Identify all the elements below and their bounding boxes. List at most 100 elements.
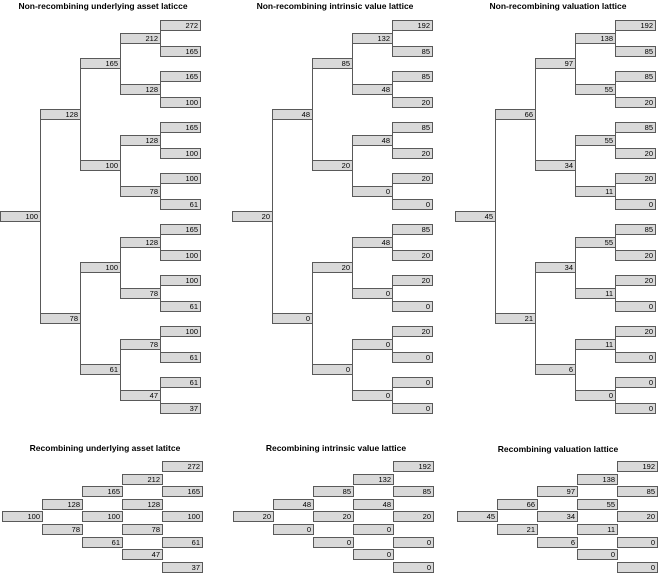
node-box: 165 xyxy=(160,224,201,235)
node-box: 85 xyxy=(615,122,656,133)
node-box: 165 xyxy=(82,486,123,497)
node-box: 0 xyxy=(352,288,393,299)
node-box: 128 xyxy=(120,237,161,248)
node-box: 192 xyxy=(617,461,658,472)
node-box: 20 xyxy=(233,511,274,522)
title-non-recombining-intrinsic-value: Non-recombining intrinsic value lattice xyxy=(256,1,414,11)
node-box: 192 xyxy=(393,461,434,472)
node-box: 97 xyxy=(535,58,576,69)
node-box: 20 xyxy=(615,97,656,108)
node-box: 20 xyxy=(615,275,656,286)
node-box: 0 xyxy=(617,537,658,548)
node-box: 128 xyxy=(122,499,163,510)
node-box: 20 xyxy=(392,97,433,108)
node-box: 100 xyxy=(2,511,43,522)
node-box: 100 xyxy=(162,511,203,522)
node-box: 100 xyxy=(80,160,121,171)
node-box: 6 xyxy=(537,537,578,548)
node-box: 20 xyxy=(392,250,433,261)
node-box: 48 xyxy=(272,109,313,120)
node-box: 0 xyxy=(273,524,314,535)
node-box: 20 xyxy=(615,148,656,159)
node-box: 20 xyxy=(617,511,658,522)
node-box: 100 xyxy=(160,173,201,184)
node-box: 132 xyxy=(353,474,394,485)
node-box: 55 xyxy=(577,499,618,510)
node-box: 11 xyxy=(575,186,616,197)
node-box: 45 xyxy=(455,211,496,222)
node-box: 100 xyxy=(160,275,201,286)
node-box: 85 xyxy=(312,58,353,69)
node-box: 61 xyxy=(80,364,121,375)
node-box: 20 xyxy=(615,250,656,261)
node-box: 85 xyxy=(617,486,658,497)
node-box: 34 xyxy=(537,511,578,522)
node-box: 55 xyxy=(575,237,616,248)
node-box: 100 xyxy=(82,511,123,522)
node-box: 85 xyxy=(313,486,354,497)
node-box: 11 xyxy=(575,339,616,350)
node-box: 20 xyxy=(312,262,353,273)
node-box: 34 xyxy=(535,160,576,171)
node-box: 55 xyxy=(575,135,616,146)
node-box: 78 xyxy=(122,524,163,535)
node-box: 0 xyxy=(392,301,433,312)
node-box: 0 xyxy=(353,524,394,535)
node-box: 61 xyxy=(160,352,201,363)
node-box: 138 xyxy=(577,474,618,485)
node-box: 128 xyxy=(40,109,81,120)
node-box: 20 xyxy=(615,173,656,184)
node-box: 20 xyxy=(392,148,433,159)
node-box: 47 xyxy=(120,390,161,401)
node-box: 85 xyxy=(393,486,434,497)
node-box: 100 xyxy=(160,97,201,108)
node-box: 212 xyxy=(122,474,163,485)
node-box: 85 xyxy=(615,71,656,82)
node-box: 192 xyxy=(392,20,433,31)
node-box: 20 xyxy=(232,211,273,222)
node-box: 85 xyxy=(392,224,433,235)
title-non-recombining-underlying-asset: Non-recombining underlying asset laticce xyxy=(18,1,188,11)
node-box: 20 xyxy=(392,326,433,337)
node-box: 138 xyxy=(575,33,616,44)
node-box: 0 xyxy=(617,562,658,573)
title-recombining-valuation: Recombining valuation lattice xyxy=(497,444,619,454)
node-box: 0 xyxy=(352,390,393,401)
node-box: 100 xyxy=(160,326,201,337)
node-box: 20 xyxy=(312,160,353,171)
node-box: 0 xyxy=(575,390,616,401)
node-box: 55 xyxy=(575,84,616,95)
node-box: 0 xyxy=(393,537,434,548)
node-box: 61 xyxy=(162,537,203,548)
node-box: 100 xyxy=(0,211,41,222)
node-box: 0 xyxy=(392,352,433,363)
node-box: 66 xyxy=(497,499,538,510)
node-box: 78 xyxy=(120,339,161,350)
node-box: 61 xyxy=(160,199,201,210)
node-box: 97 xyxy=(537,486,578,497)
node-box: 48 xyxy=(273,499,314,510)
node-box: 48 xyxy=(352,237,393,248)
node-box: 34 xyxy=(535,262,576,273)
node-box: 20 xyxy=(615,326,656,337)
node-box: 47 xyxy=(122,549,163,560)
node-box: 6 xyxy=(535,364,576,375)
node-box: 0 xyxy=(352,339,393,350)
node-box: 85 xyxy=(392,71,433,82)
node-box: 272 xyxy=(162,461,203,472)
node-box: 85 xyxy=(615,46,656,57)
node-box: 165 xyxy=(80,58,121,69)
node-box: 20 xyxy=(313,511,354,522)
node-box: 11 xyxy=(575,288,616,299)
node-box: 85 xyxy=(392,122,433,133)
node-box: 165 xyxy=(162,486,203,497)
node-box: 165 xyxy=(160,122,201,133)
node-box: 100 xyxy=(160,148,201,159)
node-box: 128 xyxy=(42,499,83,510)
node-box: 0 xyxy=(615,377,656,388)
